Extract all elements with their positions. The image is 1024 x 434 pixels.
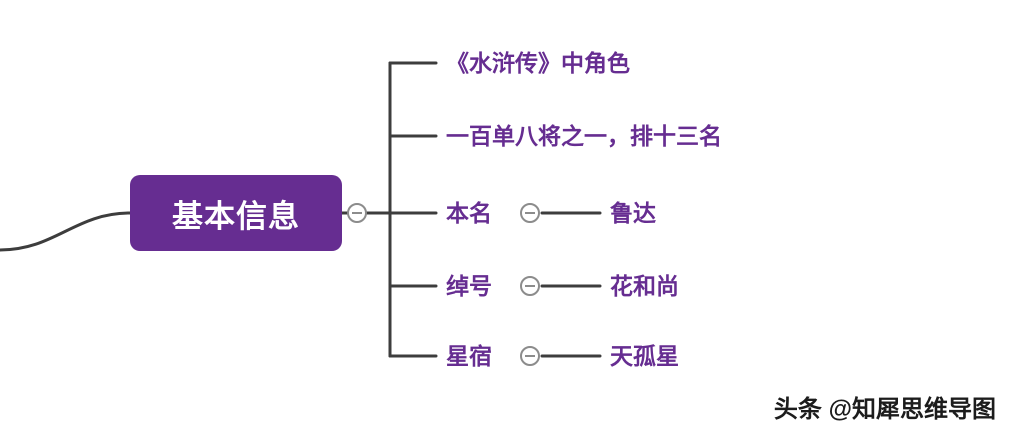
node-chuohao[interactable]: 绰号 bbox=[446, 271, 492, 301]
collapse-button-chuohao[interactable] bbox=[520, 276, 540, 296]
collapse-button-xingxiu[interactable] bbox=[520, 346, 540, 366]
minus-icon bbox=[525, 285, 535, 287]
node-xingxiu[interactable]: 星宿 bbox=[446, 341, 492, 371]
node-role-label: 《水浒传》中角色 bbox=[446, 50, 630, 76]
watermark: 头条 @知犀思维导图 bbox=[773, 396, 996, 423]
minus-icon bbox=[352, 212, 362, 214]
node-luda-label: 鲁达 bbox=[610, 200, 656, 226]
collapse-button-root[interactable] bbox=[347, 203, 367, 223]
node-benming-label: 本名 bbox=[446, 200, 492, 226]
node-basic-info[interactable]: 基本信息 bbox=[130, 175, 342, 251]
node-chuohao-label: 绰号 bbox=[446, 273, 492, 299]
node-rank[interactable]: 一百单八将之一，排十三名 bbox=[446, 121, 722, 151]
node-role[interactable]: 《水浒传》中角色 bbox=[446, 48, 630, 78]
node-xingxiu-label: 星宿 bbox=[446, 343, 492, 369]
node-basic-info-label: 基本信息 bbox=[172, 198, 300, 234]
node-rank-label: 一百单八将之一，排十三名 bbox=[446, 123, 722, 149]
collapse-button-benming[interactable] bbox=[520, 203, 540, 223]
root-incoming-curve bbox=[0, 211, 132, 252]
minus-icon bbox=[525, 212, 535, 214]
minus-icon bbox=[525, 355, 535, 357]
node-huaheshang[interactable]: 花和尚 bbox=[610, 271, 679, 301]
node-benming[interactable]: 本名 bbox=[446, 198, 492, 228]
node-tianguxing[interactable]: 天孤星 bbox=[610, 341, 679, 371]
node-huaheshang-label: 花和尚 bbox=[610, 273, 679, 299]
node-tianguxing-label: 天孤星 bbox=[610, 343, 679, 369]
node-luda[interactable]: 鲁达 bbox=[610, 198, 656, 228]
